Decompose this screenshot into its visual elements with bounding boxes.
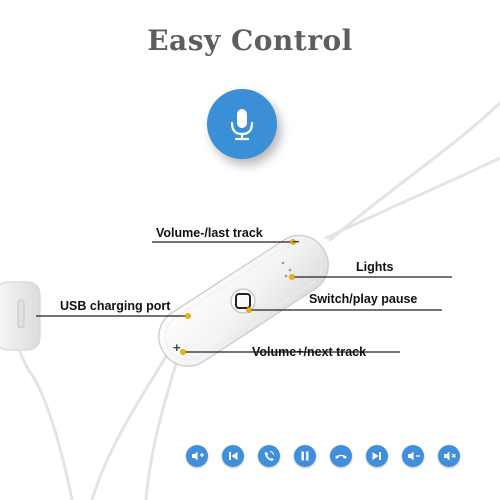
indicator-lights [281, 261, 292, 278]
callout-endpoints [180, 239, 296, 355]
answer-call-icon [258, 445, 280, 467]
page-title: Easy Control [147, 24, 353, 57]
microphone-icon [230, 109, 254, 141]
label-switch: Switch/play pause [309, 292, 418, 306]
volume-down-icon [402, 445, 424, 467]
minus-mark: − [292, 234, 300, 249]
label-lights: Lights [356, 260, 394, 274]
mute-icon [438, 445, 460, 467]
label-usb-port: USB charging port [60, 299, 171, 313]
volume-up-icon [186, 445, 208, 467]
previous-track-icon [222, 445, 244, 467]
plus-mark: + [173, 340, 181, 355]
pause-icon [294, 445, 316, 467]
label-volume-up: Volume+/next track [252, 345, 367, 359]
hang-up-icon [330, 445, 352, 467]
usb-plug [0, 281, 41, 351]
label-volume-down: Volume-/last track [156, 226, 263, 240]
function-icon-row [0, 445, 500, 469]
callout-lines [36, 241, 452, 353]
switch-button [230, 288, 256, 314]
next-track-icon [366, 445, 388, 467]
microphone-badge [207, 89, 277, 159]
